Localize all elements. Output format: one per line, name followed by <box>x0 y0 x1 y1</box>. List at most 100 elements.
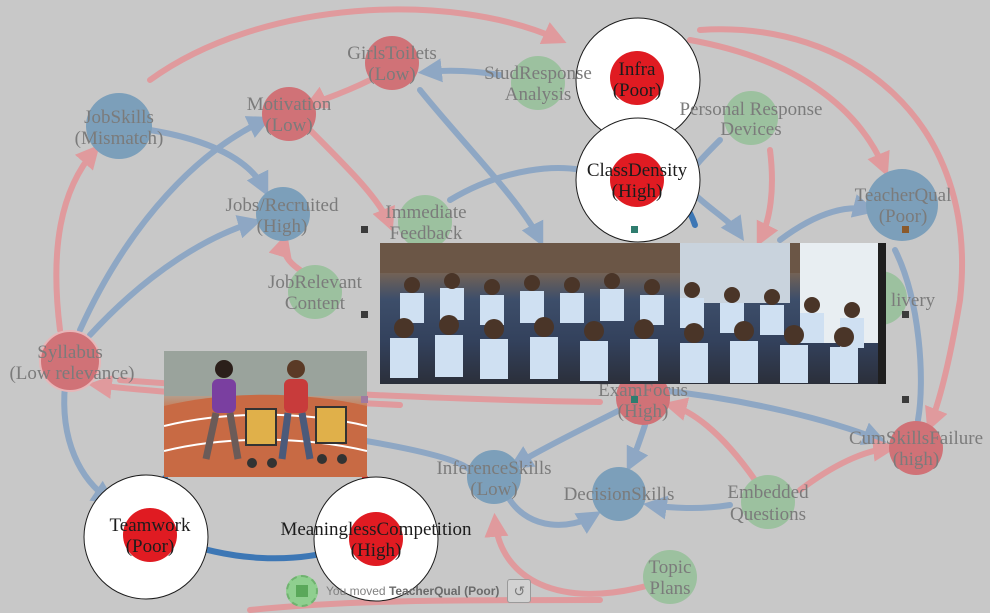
edge-exam-cum <box>657 387 887 445</box>
label-immediate-feedback: Immediate <box>385 202 466 223</box>
label-personal-response: Personal Response <box>679 99 822 120</box>
label-class-density: ClassDensity <box>587 160 688 181</box>
label-immediate-feedback-sub: Feedback <box>390 223 463 244</box>
label-motivation: Motivation <box>247 94 332 115</box>
edge-exam-inference <box>508 407 623 469</box>
label-job-relevant: JobRelevant <box>268 272 363 293</box>
label-stud-response: StudResponse <box>484 63 592 84</box>
node-personal-response[interactable] <box>724 91 778 145</box>
label-class-density-sub: (High) <box>612 181 663 202</box>
edge-topic-loop <box>484 512 653 597</box>
resize-handle-br[interactable] <box>902 396 909 403</box>
edge-outer-loop-left <box>147 6 567 83</box>
edge-exam-decision <box>626 422 649 472</box>
label-delivery: livery <box>891 290 936 311</box>
label-embedded-questions-sub: Questions <box>730 504 806 525</box>
label-job-relevant-sub: Content <box>285 293 346 314</box>
edge-stud-down <box>417 87 544 247</box>
cartoon-handle[interactable] <box>361 396 368 403</box>
label-meaningless-competition-sub: (High) <box>351 540 402 561</box>
status-node-name: TeacherQual (Poor) <box>388 584 500 598</box>
label-topic-plans-sub: Plans <box>649 578 690 599</box>
resize-handle-ml[interactable] <box>361 311 368 318</box>
cartoon-drawing <box>164 351 367 477</box>
node-girls-toilets[interactable] <box>365 36 419 90</box>
label-embedded-questions: Embedded <box>727 482 809 503</box>
node-job-relevant[interactable] <box>288 265 342 319</box>
label-girls-toilets: GirlsToilets <box>347 43 436 64</box>
edge-jobskills-jobs <box>147 127 269 197</box>
label-exam-focus-sub: (High) <box>618 401 669 422</box>
undo-icon: ↺ <box>513 582 526 599</box>
edge-syllabus-teamwork <box>61 382 116 504</box>
label-syllabus: Syllabus <box>37 342 102 363</box>
label-inference-skills: InferenceSkills <box>436 458 551 479</box>
edge-stud-girls <box>417 58 503 83</box>
node-syllabus[interactable] <box>39 330 101 392</box>
edge-bottom-red <box>247 597 603 613</box>
resize-handle-tc[interactable] <box>631 226 638 233</box>
classroom-photo[interactable] <box>380 243 886 384</box>
label-teamwork: Teamwork <box>110 515 191 536</box>
label-inference-skills-sub: (Low) <box>470 479 517 500</box>
resize-handle-mr[interactable] <box>902 311 909 318</box>
node-cum-skills[interactable] <box>889 421 943 475</box>
edge-syllabus-motivation <box>77 116 272 333</box>
cartoon-stroller-race-image[interactable] <box>164 351 367 477</box>
label-job-skills: JobSkills <box>84 107 154 128</box>
label-teacher-qual: TeacherQual <box>855 185 952 206</box>
label-meaningless-competition: MeaninglessCompetition <box>280 519 472 540</box>
node-immediate-feedback[interactable] <box>398 195 452 249</box>
edge-embedded-cum <box>797 437 898 493</box>
edge-syllabus-jobs <box>87 215 262 338</box>
node-inference-skills[interactable] <box>467 450 521 504</box>
edge-jobrelevant-jobs <box>268 233 303 273</box>
label-decision-skills: DecisionSkills <box>564 484 675 505</box>
label-cum-skills-sub: (high) <box>893 449 939 470</box>
label-girls-toilets-sub: (Low) <box>368 64 415 85</box>
label-infra: Infra <box>619 59 656 80</box>
edge-top-right <box>687 37 890 177</box>
resize-handle-bc[interactable] <box>631 396 638 403</box>
node-infra[interactable] <box>610 51 664 105</box>
label-motivation-sub: (Low) <box>265 115 312 136</box>
edge-teacher-cum <box>892 247 924 423</box>
edge-teacherqual-in <box>777 194 877 243</box>
label-jobs-recruited-sub: (High) <box>257 216 308 237</box>
label-exam-focus: ExamFocus <box>598 380 688 401</box>
node-motivation[interactable] <box>262 87 316 141</box>
label-jobs-recruited: Jobs/Recruited <box>226 195 339 216</box>
label-teamwork-sub: (Poor) <box>126 536 175 557</box>
node-jobs-recruited[interactable] <box>256 187 310 241</box>
node-teacher-qual[interactable] <box>866 169 938 241</box>
edge-lower-blue <box>357 437 473 473</box>
label-infra-sub: (Poor) <box>613 80 662 101</box>
status-bar: You moved TeacherQual (Poor) ↺ <box>286 575 532 607</box>
label-job-skills-sub: (Mismatch) <box>75 128 164 149</box>
label-cum-skills: CumSkillsFailure <box>849 428 983 449</box>
node-decision-skills[interactable] <box>592 467 646 521</box>
classroom-photo-drawing <box>380 243 886 384</box>
edge-embedded-decision <box>642 495 733 520</box>
node-class-density[interactable] <box>610 153 664 207</box>
edge-embedded-exam <box>663 397 758 483</box>
edge-syllabus-jobskills <box>53 144 100 333</box>
edge-personal-teacher <box>756 147 779 247</box>
node-topic-plans[interactable] <box>643 550 697 604</box>
label-personal-response-sub: Devices <box>720 119 781 140</box>
label-topic-plans: Topic <box>649 557 692 578</box>
label-syllabus-sub: (Low relevance) <box>9 363 134 384</box>
resize-handle-tl[interactable] <box>361 226 368 233</box>
node-stud-response[interactable] <box>511 56 565 110</box>
undo-button[interactable]: ↺ <box>507 579 532 603</box>
node-exam-focus[interactable] <box>616 371 670 425</box>
node-embedded-questions[interactable] <box>741 475 795 529</box>
resize-handle-tr[interactable] <box>902 226 909 233</box>
node-teamwork[interactable] <box>123 508 177 562</box>
node-meaningless-competition[interactable] <box>349 512 403 566</box>
label-teacher-qual-sub: (Poor) <box>879 206 928 227</box>
node-labels: GirlsToilets (Low) StudResponse Analysis… <box>9 43 983 599</box>
node-job-skills[interactable] <box>86 93 152 159</box>
edge-inference-decision <box>507 497 602 534</box>
